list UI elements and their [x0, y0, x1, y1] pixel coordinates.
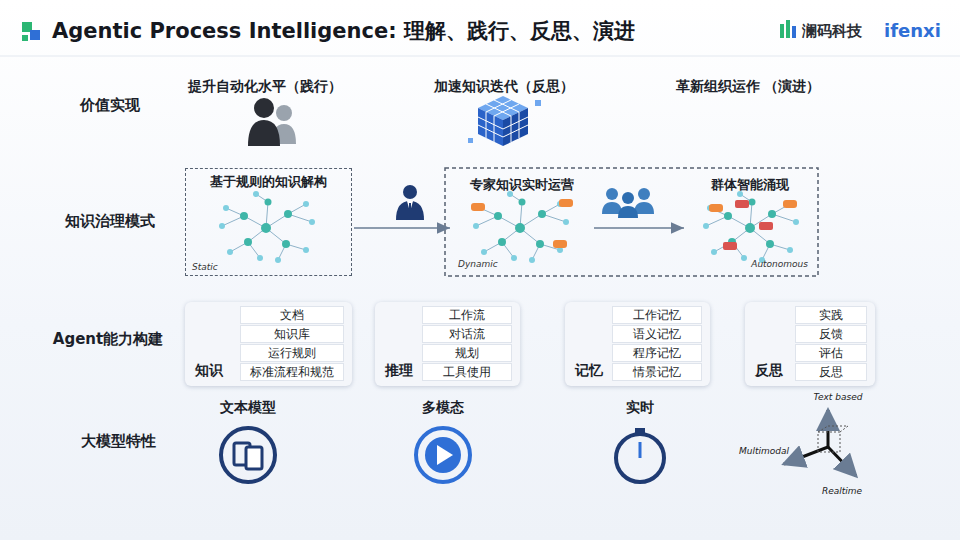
capability-item: 标准流程和规范 [240, 363, 344, 381]
mode-label: Static [192, 262, 345, 272]
box-title: 基于规则的知识解构 [192, 173, 345, 191]
item-text: 文档 [241, 307, 343, 323]
item-text: 反思 [796, 364, 866, 380]
label: 革新组织运作 （演进） [676, 78, 821, 96]
capability-item: 文档 [240, 306, 344, 324]
capability-item: 情景记忆 [612, 363, 702, 381]
mode-label: Dynamic [458, 259, 586, 269]
capability-item: 语义记忆 [612, 325, 702, 343]
box-title: 专家知识实时运营 [458, 176, 586, 194]
capability-item: 反馈 [795, 325, 867, 343]
item-text: 实践 [796, 307, 866, 323]
capability-group: 反思实践反馈评估反思 [745, 302, 875, 386]
item-text: 评估 [796, 345, 866, 361]
group-label: 知识 [195, 362, 223, 380]
item-text: 规划 [423, 345, 511, 361]
capability-item: 工作记忆 [612, 306, 702, 324]
capability-item: 工具使用 [422, 363, 512, 381]
capability-item: 知识库 [240, 325, 344, 343]
governance-box: 群体智能涌现 Autonomous [686, 172, 814, 272]
label: 大模型特性 [81, 432, 156, 451]
label: ifenxi [884, 20, 941, 41]
item-text: 对话流 [423, 326, 511, 342]
label: Realtime [822, 486, 862, 496]
flow-arrow [594, 227, 684, 229]
label: 价值实现 [80, 96, 140, 115]
capability-item: 反思 [795, 363, 867, 381]
capability-item: 程序记忆 [612, 344, 702, 362]
label: 文本模型 [220, 399, 276, 417]
item-text: 工具使用 [423, 364, 511, 380]
item-text: 反馈 [796, 326, 866, 342]
item-text: 情景记忆 [613, 364, 701, 380]
item-text: 语义记忆 [613, 326, 701, 342]
capability-group: 记忆 工作记忆语义记忆程序记忆情景记忆 [565, 302, 710, 386]
box-title: 群体智能涌现 [692, 176, 808, 194]
capability-item: 运行规则 [240, 344, 344, 362]
item-text: 标准流程和规范 [241, 364, 343, 380]
capability-item: 评估 [795, 344, 867, 362]
label: Text based [814, 392, 863, 402]
capability-item: 规划 [422, 344, 512, 362]
governance-box: 基于规则的知识解构 Static [185, 168, 352, 276]
item-text: 工作记忆 [613, 307, 701, 323]
group-label: 反思 [755, 362, 783, 380]
label: 实时 [626, 399, 654, 417]
label: 多模态 [422, 399, 464, 417]
group-label: 推理 [385, 362, 413, 380]
capability-item: 对话流 [422, 325, 512, 343]
capability-item: 工作流 [422, 306, 512, 324]
title: Agentic Process Intelligence: 理解、践行、反思、演… [52, 17, 635, 45]
label: 澜码科技 [802, 22, 862, 41]
mode-label: Autonomous [692, 259, 808, 269]
item-text: 知识库 [241, 326, 343, 342]
label: 知识治理模式 [65, 212, 155, 231]
label: Agent能力构建 [53, 330, 163, 349]
label: 提升自动化水平（践行） [188, 78, 342, 96]
item-text: 程序记忆 [613, 345, 701, 361]
group-label: 记忆 [575, 362, 603, 380]
governance-box: 专家知识实时运营 Dynamic [452, 172, 592, 272]
flow-arrow [354, 227, 450, 229]
capability-item: 实践 [795, 306, 867, 324]
item-text: 工作流 [423, 307, 511, 323]
capability-group: 推理 工作流对话流规划工具使用 [375, 302, 520, 386]
capability-group: 知识 文档知识库运行规则标准流程和规范 [185, 302, 352, 386]
label: Multimodal [739, 446, 789, 456]
item-text: 运行规则 [241, 345, 343, 361]
label: 加速知识迭代（反思） [434, 78, 574, 96]
